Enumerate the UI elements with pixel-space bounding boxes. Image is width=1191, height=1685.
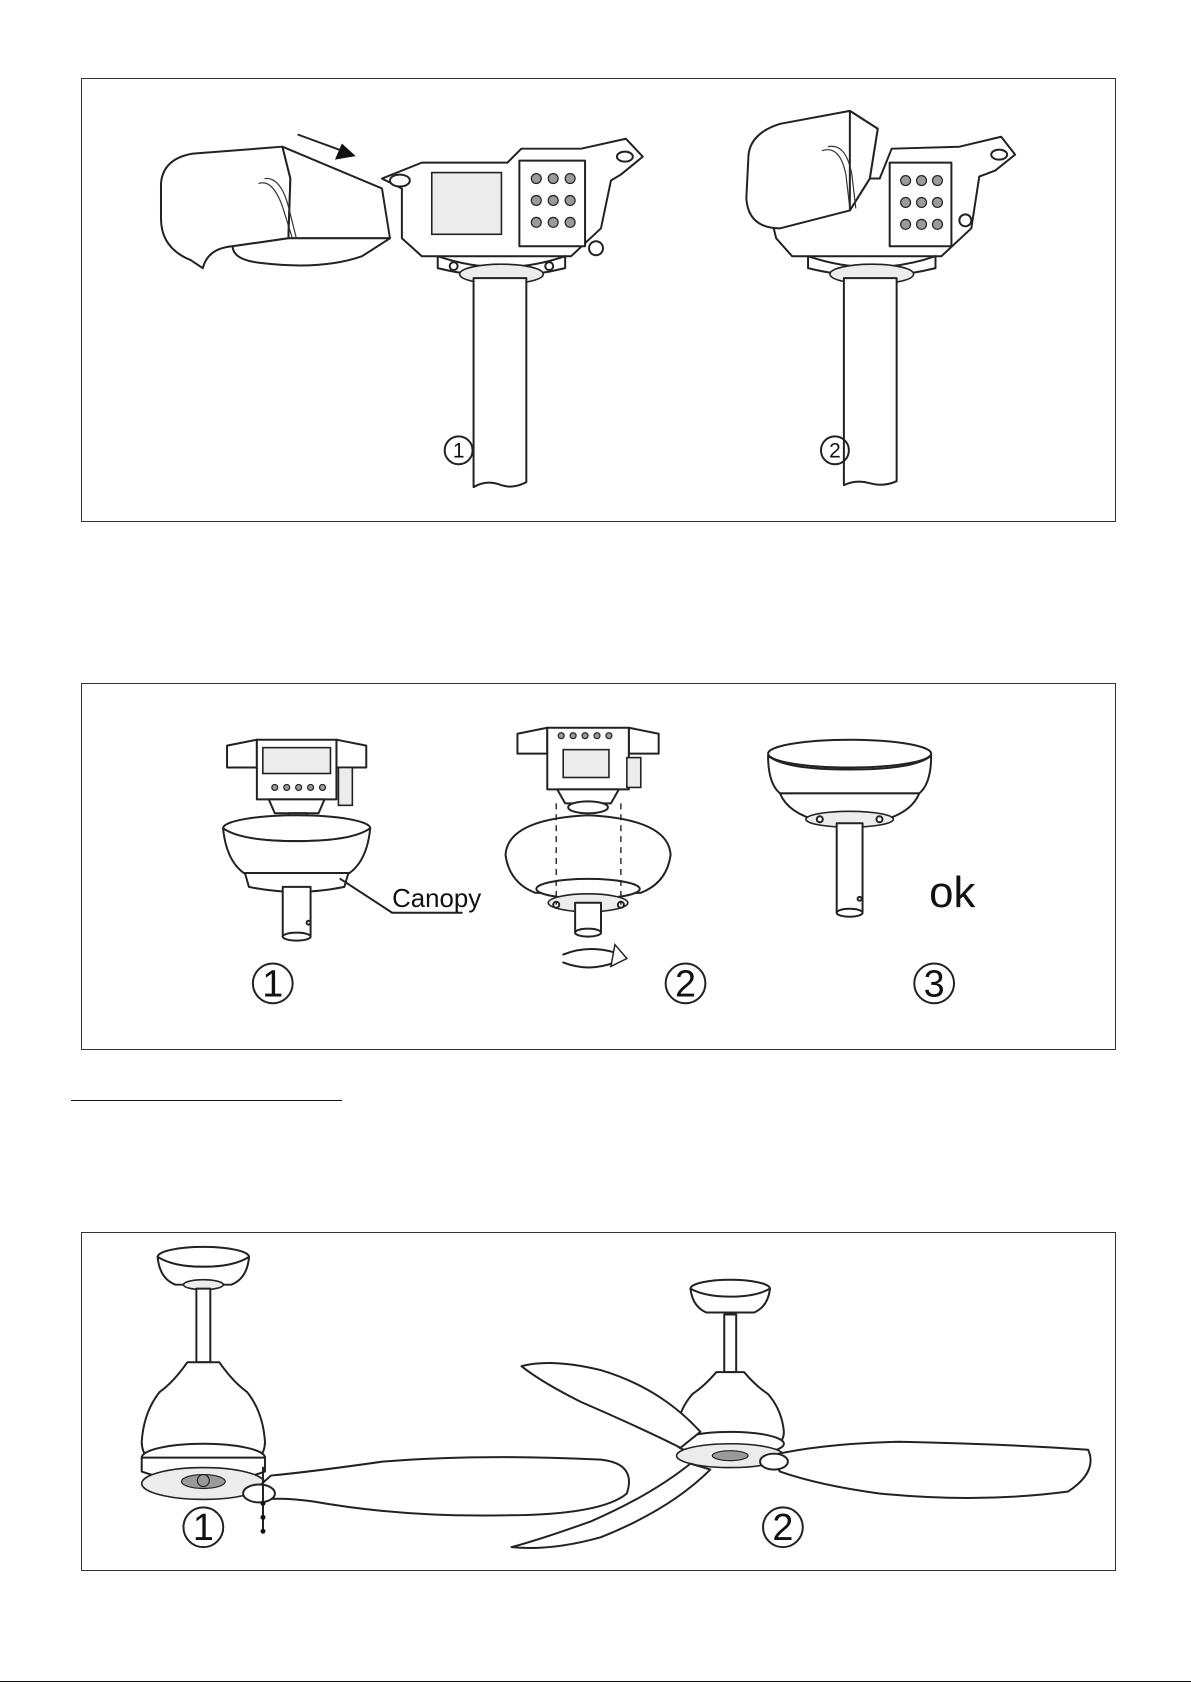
blade-install-illustration: 1 2: [82, 1233, 1115, 1570]
canopy: [223, 813, 370, 940]
step-badge-b3: 3: [914, 963, 954, 1005]
cover-install-illustration: 1 2: [82, 79, 1115, 521]
mounting-bracket-1: [382, 139, 643, 284]
blade-2c: [760, 1442, 1091, 1498]
terminal-block-2: [901, 176, 943, 230]
svg-text:3: 3: [924, 963, 945, 1005]
canopy-install-illustration: Canopy 1: [82, 684, 1115, 1049]
fan-body-2: [677, 1280, 784, 1468]
illustration-panel-cover-install: 1 2: [81, 78, 1116, 522]
canopy-callout: Canopy: [340, 879, 481, 913]
downrod-2: [844, 278, 897, 485]
page-bottom-rule: [0, 1681, 1191, 1682]
rotate-arrow-icon: [563, 945, 627, 968]
illustration-panel-blade-install: 1 2: [81, 1232, 1116, 1571]
step-badge-b1: 1: [253, 963, 293, 1005]
canopy-rising: [506, 803, 671, 936]
downrod-1: [474, 278, 527, 487]
blade-2a: [521, 1363, 700, 1448]
bracket-assembly-2: [517, 728, 658, 814]
ok-label: ok: [929, 868, 975, 917]
svg-text:2: 2: [829, 439, 841, 462]
blade-1: [243, 1457, 629, 1515]
canopy-installed: [768, 740, 931, 917]
illustration-panel-canopy-install: Canopy 1: [81, 683, 1116, 1050]
svg-text:Canopy: Canopy: [392, 885, 481, 913]
step-badge-b2: 2: [666, 963, 706, 1005]
step-badge-c1: 1: [183, 1507, 223, 1549]
svg-text:2: 2: [675, 963, 696, 1005]
bracket-assembly-1: [227, 740, 366, 814]
step-badge-c2: 2: [763, 1507, 803, 1549]
terminal-block-1: [531, 174, 575, 228]
section-heading-underline: [71, 1100, 342, 1101]
step-badge-a1: 1: [445, 436, 473, 464]
terminal-cover: [161, 147, 390, 268]
svg-text:1: 1: [193, 1507, 214, 1549]
svg-text:1: 1: [262, 963, 283, 1005]
fan-body-1: [142, 1247, 265, 1500]
arrow-right-icon: [298, 135, 354, 159]
svg-text:2: 2: [772, 1507, 793, 1549]
svg-text:1: 1: [453, 439, 465, 462]
